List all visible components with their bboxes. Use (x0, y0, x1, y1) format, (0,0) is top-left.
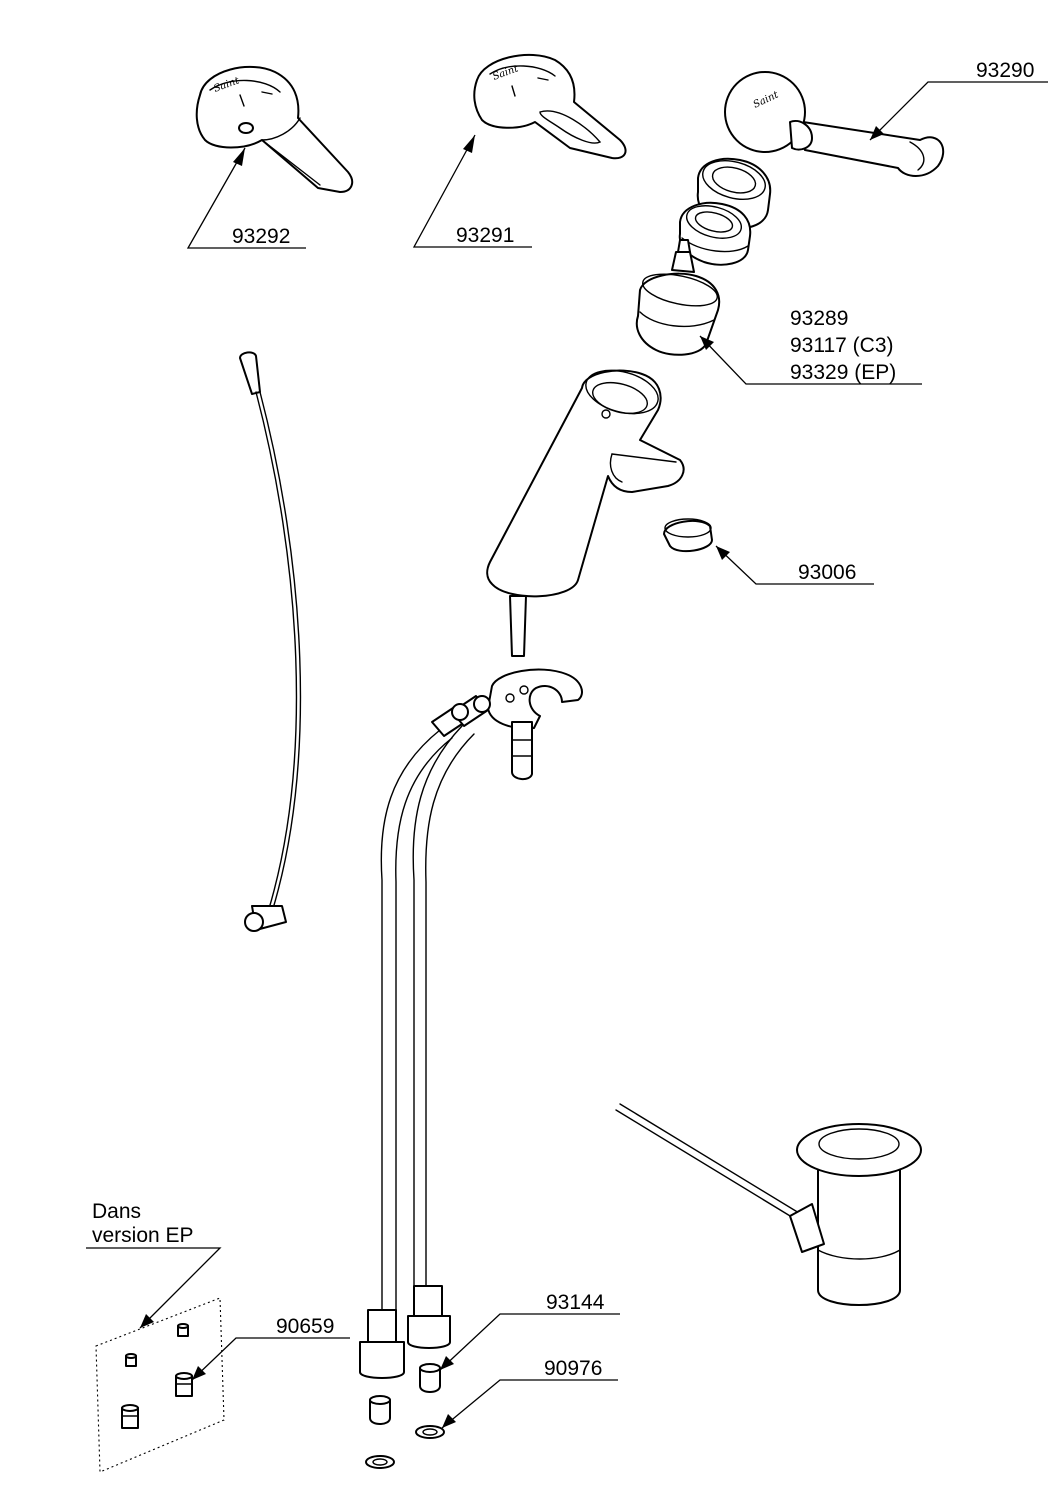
ep-version-panel (95, 1297, 225, 1473)
ep-insert-4 (121, 1404, 139, 1429)
part-label-93006: 93006 (798, 561, 857, 584)
ep-insert-2 (125, 1353, 137, 1367)
leader-93006 (715, 545, 874, 585)
washer-90976 (415, 1425, 445, 1439)
leader-93144 (439, 1313, 620, 1371)
lever-handle-93290: Saint (724, 71, 945, 177)
washer-lower (365, 1455, 395, 1469)
part-label-93290: 93290 (976, 59, 1035, 82)
part-label-93144: 93144 (546, 1291, 605, 1314)
ep-version-label-line2: version EP (92, 1224, 194, 1247)
ep-insert-1 (177, 1323, 189, 1337)
pop-up-waste (615, 1103, 922, 1306)
part-label-90976: 90976 (544, 1357, 603, 1380)
flex-hoses (359, 695, 491, 1379)
part-label-93291: 93291 (456, 224, 515, 247)
part-label-90659: 90659 (276, 1315, 335, 1338)
lever-handle-93291: Saint (473, 53, 627, 160)
leader-93291 (412, 134, 532, 248)
ep-insert-90659 (175, 1372, 193, 1397)
insert-small (369, 1395, 391, 1425)
leader-93292 (186, 147, 306, 249)
cartridge-93289 (635, 239, 721, 356)
aerator-93006 (663, 518, 713, 553)
part-label-93117: 93117 (C3) (790, 334, 894, 357)
part-label-93329: 93329 (EP) (790, 361, 897, 384)
leader-93290 (869, 81, 1048, 141)
leader-93289 (699, 335, 922, 385)
part-label-93289: 93289 (790, 307, 849, 330)
leader-ep-version (86, 1247, 222, 1329)
part-label-93292: 93292 (232, 225, 291, 248)
faucet-body (486, 369, 685, 657)
lever-handle-93292: Saint (195, 65, 354, 193)
leader-90976 (441, 1379, 618, 1429)
pop-up-rod (239, 351, 302, 932)
bonnet-nut (678, 201, 752, 266)
leader-90659 (191, 1337, 350, 1381)
insert-93144 (419, 1363, 441, 1393)
mounting-horseshoe (487, 668, 583, 780)
ep-version-label-line1: Dans (92, 1200, 142, 1223)
